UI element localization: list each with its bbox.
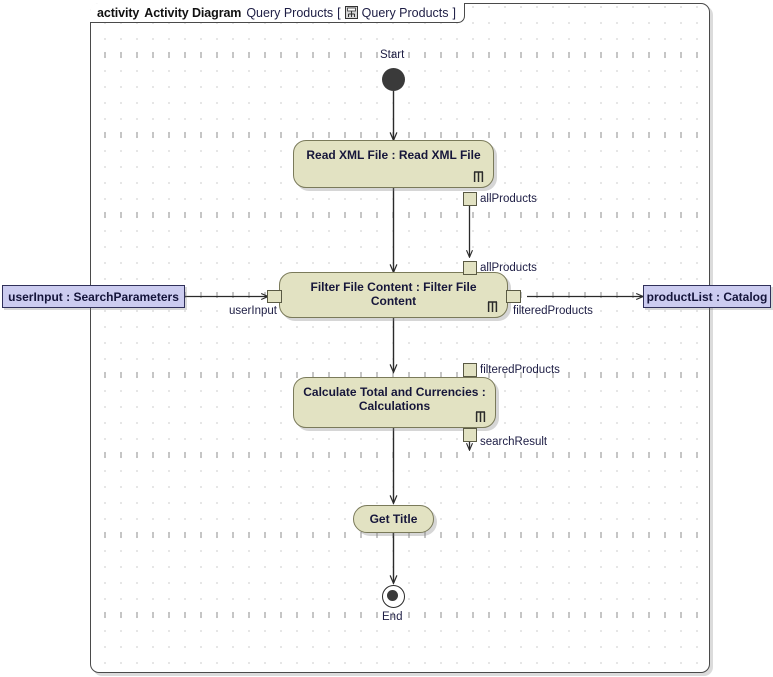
- input-pin-userinput[interactable]: [267, 290, 282, 303]
- frame-title-tab[interactable]: activity Activity Diagram Query Products…: [90, 3, 465, 23]
- output-pin-searchresult[interactable]: [463, 428, 477, 442]
- frame-name: Query Products: [246, 5, 334, 20]
- action-calculate-total-and-currencies[interactable]: Calculate Total and Currencies : Calcula…: [293, 377, 496, 428]
- action-get-title[interactable]: Get Title: [353, 505, 434, 533]
- initial-node[interactable]: [382, 68, 405, 91]
- output-pin-filteredproducts[interactable]: [506, 290, 521, 303]
- final-node[interactable]: [382, 585, 405, 608]
- frame-inner-name: Query Products: [361, 5, 449, 20]
- object-node-productlist[interactable]: productList : Catalog: [643, 285, 771, 308]
- pin-label-userinput: userInput: [229, 305, 277, 317]
- start-node-label: Start: [380, 49, 405, 61]
- rake-icon: [487, 300, 498, 312]
- frame-keyword: activity: [97, 5, 140, 20]
- frame-bracket-close: ]: [452, 5, 456, 20]
- pin-label-filteredproducts-out: filteredProducts: [513, 305, 593, 317]
- action-read-xml-file-label: Read XML File : Read XML File: [306, 148, 481, 162]
- action-calculate-label-line1: Calculate Total and Currencies :: [303, 385, 486, 399]
- activity-frame[interactable]: [90, 3, 710, 673]
- action-filter-file-content[interactable]: Filter File Content : Filter File Conten…: [279, 272, 508, 318]
- frame-type-label: Activity Diagram: [144, 5, 242, 20]
- action-filter-file-content-label: Filter File Content : Filter File Conten…: [310, 280, 477, 308]
- output-pin-allproducts[interactable]: [463, 192, 477, 206]
- rake-icon: [473, 170, 484, 182]
- end-node-label: End: [382, 611, 403, 623]
- pin-label-filteredproducts-in: filteredProducts: [480, 364, 560, 376]
- object-node-userinput[interactable]: userInput : SearchParameters: [2, 285, 185, 308]
- input-pin-filteredproducts[interactable]: [463, 363, 477, 377]
- action-calculate-label-line2: Calculations: [358, 399, 431, 413]
- rake-icon: [475, 410, 486, 422]
- pin-label-searchresult: searchResult: [480, 436, 548, 448]
- activity-diagram-icon: [344, 6, 358, 19]
- action-read-xml-file[interactable]: Read XML File : Read XML File: [293, 140, 494, 188]
- pin-label-allproducts-in: allProducts: [480, 262, 537, 274]
- pin-label-allproducts-out: allProducts: [480, 193, 537, 205]
- action-get-title-label: Get Title: [369, 512, 418, 526]
- frame-bracket-open: [: [337, 5, 341, 20]
- input-pin-allproducts[interactable]: [463, 261, 477, 275]
